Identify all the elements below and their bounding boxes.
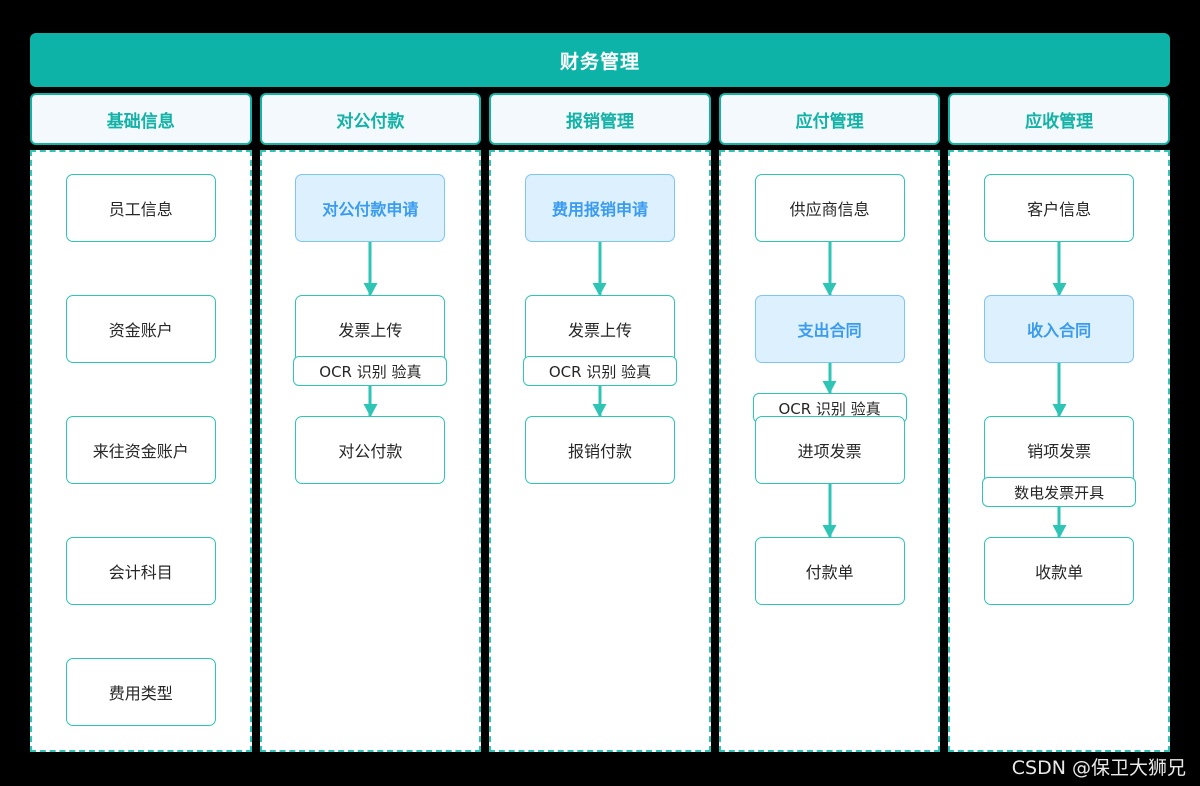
node-invoice-upload[interactable]: 发票上传: [295, 295, 446, 363]
tab-label: 对公付款: [336, 111, 405, 132]
column-corporate-payment: 对公付款申请 发票上传 OCR 识别 验真 对公付款: [259, 150, 482, 752]
node-label: 报销付款: [567, 442, 632, 461]
node-label: 员工信息: [108, 200, 173, 219]
tab-payable-management[interactable]: 应付管理: [718, 93, 941, 145]
node-label: 销项发票: [1027, 442, 1092, 461]
arrow-contract-to-output-invoice: [1057, 363, 1061, 416]
node-label: 数电发票开具: [1014, 483, 1105, 502]
node-expense-type[interactable]: 费用类型: [65, 658, 216, 726]
node-input-invoice[interactable]: 进项发票: [754, 416, 905, 484]
node-expense-contract[interactable]: 支出合同: [754, 295, 905, 363]
tab-corporate-payment[interactable]: 对公付款: [259, 93, 482, 145]
node-label: 发票上传: [338, 321, 403, 340]
node-label: OCR 识别 验真: [319, 362, 422, 381]
tab-label: 基础信息: [106, 111, 175, 132]
arrow-upload-to-reimbursement-payment: [598, 386, 602, 416]
node-label: 资金账户: [108, 321, 173, 340]
node-label: 对公付款: [338, 442, 403, 461]
node-customer-info[interactable]: 客户信息: [984, 174, 1135, 242]
node-digital-invoice-issue-chip[interactable]: 数电发票开具: [982, 477, 1137, 507]
csdn-watermark: CSDN @保卫大狮兄: [1011, 757, 1186, 779]
node-invoice-upload[interactable]: 发票上传: [524, 295, 675, 363]
node-label: OCR 识别 验真: [778, 399, 881, 418]
node-label: 进项发票: [797, 442, 862, 461]
finance-management-diagram: 财务管理 基础信息 对公付款 报销管理 应付管理 应收管理 员工信息 资金账户: [30, 33, 1170, 756]
node-receipt-slip[interactable]: 收款单: [984, 537, 1135, 605]
node-transfer-fund-account[interactable]: 来往资金账户: [65, 416, 216, 484]
tab-label: 应付管理: [795, 111, 864, 132]
node-corporate-payment[interactable]: 对公付款: [295, 416, 446, 484]
tab-label: 报销管理: [565, 111, 634, 132]
column-receivable-management: 客户信息 收入合同 销项发票 数电发票开具 收款单: [948, 150, 1170, 752]
column-reimbursement-management: 费用报销申请 发票上传 OCR 识别 验真 报销付款: [489, 150, 711, 752]
node-ocr-verify-chip[interactable]: OCR 识别 验真: [293, 356, 448, 386]
flow-columns: 员工信息 资金账户 来往资金账户 会计科目 费用类型 对公付款申请 发票上传: [30, 150, 1170, 752]
node-label: 费用类型: [108, 684, 173, 703]
node-output-invoice[interactable]: 销项发票: [984, 416, 1135, 484]
node-expense-reimbursement-request[interactable]: 费用报销申请: [524, 174, 675, 242]
column-payable-management: 供应商信息 支出合同 OCR 识别 验真 进项发票 付款单: [718, 150, 941, 752]
node-label: 供应商信息: [789, 200, 870, 219]
column-basic-info: 员工信息 资金账户 来往资金账户 会计科目 费用类型: [30, 150, 252, 752]
arrow-customer-to-income-contract: [1057, 242, 1061, 295]
node-income-contract[interactable]: 收入合同: [984, 295, 1135, 363]
arrow-request-to-upload: [598, 242, 602, 295]
node-ocr-verify-chip[interactable]: OCR 识别 验真: [522, 356, 677, 386]
node-label: 会计科目: [108, 563, 173, 582]
node-label: 支出合同: [797, 321, 862, 340]
arrow-supplier-to-expense-contract: [828, 242, 832, 295]
node-label: 来往资金账户: [92, 442, 189, 461]
node-reimbursement-payment[interactable]: 报销付款: [524, 416, 675, 484]
arrow-contract-to-input-invoice: [828, 363, 832, 393]
tab-basic-info[interactable]: 基础信息: [30, 93, 252, 145]
node-corporate-payment-request[interactable]: 对公付款申请: [295, 174, 446, 242]
diagram-title-bar: 财务管理: [30, 33, 1170, 87]
node-label: OCR 识别 验真: [548, 362, 652, 381]
node-payment-slip[interactable]: 付款单: [754, 537, 905, 605]
arrow-request-to-upload: [368, 242, 372, 295]
arrow-upload-to-payment: [368, 386, 372, 416]
node-label: 费用报销申请: [551, 200, 648, 219]
tab-label: 应收管理: [1025, 111, 1094, 132]
node-supplier-info[interactable]: 供应商信息: [754, 174, 905, 242]
page-title: 财务管理: [559, 50, 640, 73]
node-accounting-subject[interactable]: 会计科目: [65, 537, 216, 605]
node-label: 对公付款申请: [322, 200, 419, 219]
node-label: 付款单: [805, 563, 854, 582]
node-label: 收款单: [1035, 563, 1084, 582]
arrow-invoice-to-payment-slip: [828, 484, 832, 537]
category-tab-row: 基础信息 对公付款 报销管理 应付管理 应收管理: [30, 93, 1170, 145]
node-label: 收入合同: [1027, 321, 1092, 340]
tab-reimbursement-management[interactable]: 报销管理: [489, 93, 711, 145]
tab-receivable-management[interactable]: 应收管理: [948, 93, 1170, 145]
node-fund-account[interactable]: 资金账户: [65, 295, 216, 363]
node-label: 客户信息: [1027, 200, 1092, 219]
arrow-invoice-to-receipt-slip: [1057, 507, 1061, 537]
node-employee-info[interactable]: 员工信息: [65, 174, 216, 242]
node-label: 发票上传: [567, 321, 632, 340]
